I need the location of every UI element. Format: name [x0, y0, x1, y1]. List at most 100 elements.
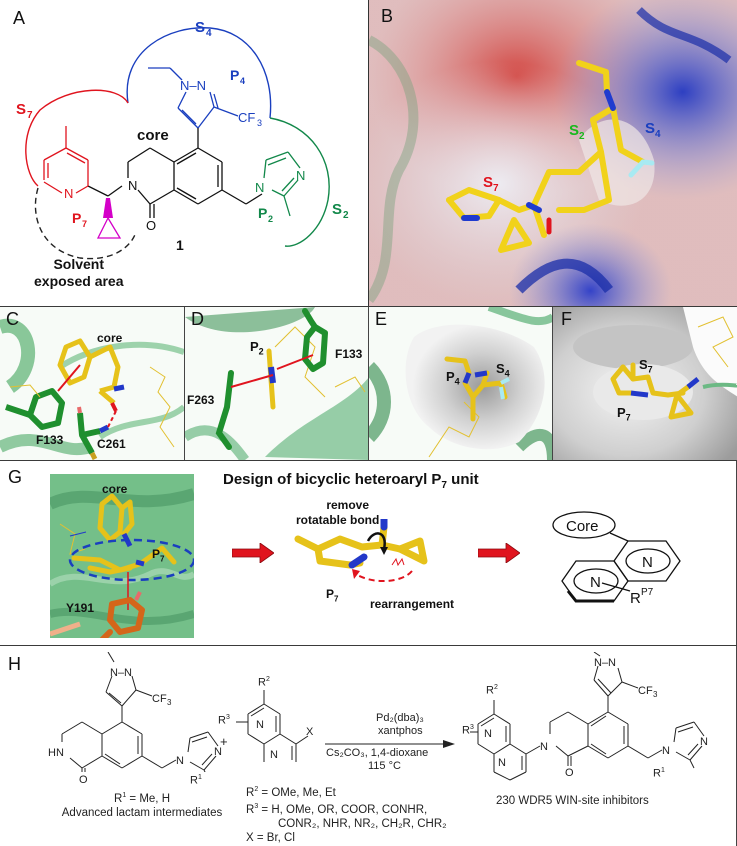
f-p7-text: P	[617, 405, 626, 420]
solvent-label: Solvent exposed area	[34, 256, 124, 290]
svg-text:N: N	[590, 574, 601, 591]
h-r2-r2: R2	[258, 676, 270, 689]
svg-text:R: R	[630, 590, 641, 607]
svg-text:N: N	[214, 746, 222, 758]
h-p-r3-text: R	[462, 724, 470, 737]
product-structure: N N N N–N CF 3 N N	[470, 652, 708, 781]
s2-arc	[269, 117, 330, 247]
f-label-s7: S7	[639, 357, 653, 375]
svg-text:S: S	[195, 19, 205, 36]
g-title-text: Design of bicyclic heteroaryl P	[223, 471, 442, 488]
svg-text:N: N	[642, 554, 653, 571]
svg-text:N: N	[270, 749, 278, 761]
c-label-core: core	[97, 331, 123, 345]
s7-arc	[25, 89, 129, 187]
panel-e-letter: E	[375, 309, 388, 329]
h-r2-defs: R2 = OMe, Me, Et R3 = H, OMe, OR, COOR, …	[246, 783, 447, 845]
svg-text:CF: CF	[152, 693, 167, 705]
h-def-r3: R3 = H, OMe, OR, COOR, CONHR,	[246, 800, 447, 817]
panel-f-letter: F	[561, 309, 572, 329]
h-p-o: O	[565, 767, 574, 779]
svg-text:Core: Core	[566, 518, 599, 535]
h-def-r3-cont: CONR₂, NHR, NR₂, CH₂R, CHR₂	[246, 817, 447, 831]
h-def-r2-sup: 2	[254, 786, 259, 793]
h-r2-r3: R3	[218, 714, 230, 727]
h-p-r1-sup: 1	[660, 767, 665, 774]
s4-arc	[126, 27, 272, 119]
h-product-caption: 230 WDR5 WIN-site inhibitors	[496, 795, 649, 807]
h-def-x-text: = Br, Cl	[253, 831, 295, 844]
pyrazole-p4	[148, 67, 239, 129]
panel-c-letter: C	[6, 309, 19, 329]
svg-text:CF: CF	[638, 685, 653, 697]
h-cond-below1: Cs₂CO₃, 1,4-dioxane	[326, 747, 429, 759]
c-label-f133: F133	[36, 433, 64, 447]
svg-text:N: N	[64, 186, 73, 201]
render-f	[553, 307, 737, 460]
panel-c: C core F133 C261	[0, 307, 184, 460]
svg-text:N: N	[256, 719, 264, 731]
svg-text:N–N: N–N	[110, 667, 132, 679]
panel-a-letter: A	[13, 8, 26, 28]
p7-rearrangement-render	[294, 519, 428, 583]
b-label-s7: S7	[483, 174, 499, 194]
panel-d: D P2 F133 F263	[184, 307, 368, 460]
g-remove-line1: remove	[326, 498, 370, 512]
g-label-p7-mid: P7	[326, 587, 338, 603]
panel-e: E P4 S4	[368, 307, 552, 460]
h-p-r1-text: R	[653, 767, 661, 780]
svg-text:N–N: N–N	[180, 78, 206, 93]
svg-text:1: 1	[176, 237, 184, 253]
d-label-f263: F263	[187, 393, 215, 407]
imidazole-p2	[263, 151, 301, 217]
bicyclic-scaffold: Core N N R P7	[552, 511, 681, 607]
panel-g: G core P7 Y191 Design of bicyclic hetero…	[0, 461, 737, 645]
render-e	[369, 307, 552, 460]
svg-text:O: O	[146, 218, 156, 233]
arrow-2-icon	[478, 543, 520, 563]
g-label-y191: Y191	[66, 601, 95, 615]
h-r2-r3-text: R	[218, 714, 226, 727]
svg-text:7: 7	[82, 219, 87, 229]
g-label-p7: P7	[152, 547, 164, 563]
h-r1-r1-text: R	[190, 774, 198, 787]
row1-divider	[0, 306, 737, 308]
reactant-2-structure: N N	[236, 690, 309, 762]
f-p7-sub: 7	[625, 412, 631, 423]
h-def-r2-text: = OMe, Me, Et	[258, 786, 336, 799]
h-cond-above1: Pd₂(dba)₃	[376, 712, 424, 724]
h-p-r1: R1	[653, 767, 665, 780]
g-p7-text: P	[152, 547, 161, 561]
panel-d-letter: D	[191, 309, 204, 329]
b-s2-sub: 2	[579, 131, 585, 142]
panel-f: F S7 P7	[552, 307, 737, 460]
svg-text:N: N	[296, 168, 305, 183]
svg-text:N: N	[255, 180, 264, 195]
svg-text:P: P	[72, 210, 81, 226]
e-s4-sub: 4	[504, 368, 510, 379]
svg-text:CF: CF	[238, 110, 255, 125]
panel-b-letter: B	[381, 6, 394, 26]
panel-g-letter: G	[8, 467, 23, 487]
svg-text:S: S	[332, 201, 342, 218]
svg-text:P: P	[258, 205, 267, 221]
e-s4-text: S	[496, 361, 505, 376]
g-remove-line2: rotatable bond	[296, 513, 380, 527]
render-g-inset	[50, 474, 194, 638]
svg-text:3: 3	[167, 698, 172, 707]
g-p7-sub: 7	[160, 554, 165, 564]
h-r1-caption-line1: R1 = Me, H	[52, 789, 232, 806]
row3-divider	[0, 645, 737, 647]
panel-b: B S2 S4 S7	[368, 0, 737, 306]
svg-text:S: S	[16, 101, 26, 118]
g-label-rearrangement: rearrangement	[370, 597, 455, 611]
arrow-1-icon	[232, 543, 274, 563]
panel-h-letter: H	[8, 654, 21, 674]
svg-text:4: 4	[240, 76, 245, 86]
solvent-arc	[34, 187, 137, 260]
render-d	[185, 307, 368, 460]
pyridine-p7	[43, 126, 89, 194]
h-r2-x: X	[306, 726, 314, 738]
h-def-r3-cont-text: CONR₂, NHR, NR₂, CH₂R, CHR₂	[278, 817, 447, 830]
g-title-end: unit	[446, 471, 479, 488]
